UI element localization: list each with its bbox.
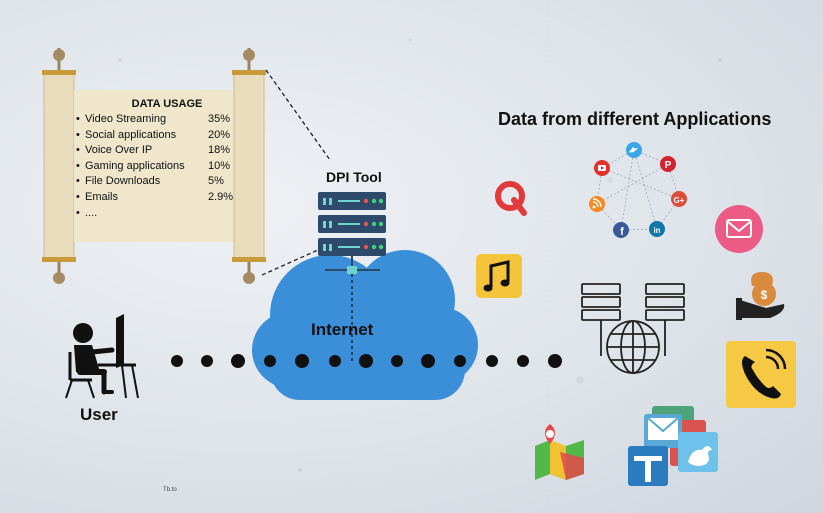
- google-plus-icon: [671, 191, 687, 207]
- map-location-icon: [535, 424, 584, 480]
- bullet: •: [76, 175, 80, 188]
- list-item: • Social applications 20%: [76, 128, 244, 144]
- item-name: File Downloads: [85, 175, 161, 188]
- list-item: • Video Streaming 35%: [76, 112, 244, 128]
- item-percent: 18%: [208, 144, 231, 157]
- dpi-tool-label: DPI Tool: [326, 169, 382, 185]
- user-at-computer-icon: [65, 314, 139, 399]
- bullet: •: [76, 190, 80, 203]
- item-percent: 5%: [208, 175, 224, 188]
- svg-text:$: $: [761, 288, 768, 302]
- pinterest-icon: [660, 156, 676, 172]
- music-icon: [476, 254, 522, 298]
- bullet: •: [76, 206, 80, 219]
- item-percent: 20%: [208, 128, 231, 141]
- bullet: •: [76, 144, 80, 157]
- quora-icon: [495, 181, 527, 216]
- item-name: Video Streaming: [85, 113, 167, 125]
- data-path-dots: [171, 354, 562, 368]
- item-percent: 10%: [208, 159, 231, 172]
- item-name: Voice Over IP: [85, 144, 153, 157]
- item-name: Social applications: [85, 128, 177, 141]
- app-tiles-stack-icon: [628, 406, 718, 486]
- linkedin-icon: [649, 221, 665, 237]
- data-usage-title: DATA USAGE: [131, 98, 203, 110]
- email-icon: [715, 205, 763, 253]
- list-item: • File Downloads 5%: [76, 174, 244, 190]
- footnote: Tb.to: [163, 487, 177, 493]
- phone-icon: [726, 341, 796, 408]
- item-name: Gaming applications: [85, 159, 185, 172]
- item-percent: 2.9%: [208, 190, 234, 203]
- svg-text:in: in: [653, 226, 660, 235]
- data-usage-list: DATA USAGE • Video Streaming 35% • Social a…: [76, 98, 244, 221]
- list-item: • Emails 2.9%: [76, 190, 244, 206]
- callout-lines: [261, 69, 331, 276]
- dpi-server-icon: [318, 192, 386, 362]
- list-item: • Voice Over IP 18%: [76, 143, 244, 159]
- bullet: •: [76, 113, 80, 125]
- facebook-icon: [613, 222, 629, 238]
- applications-title: Data from different Applications: [498, 109, 772, 129]
- internet-cloud: [252, 250, 478, 400]
- list-item: •....: [76, 206, 244, 222]
- svg-text:G+: G+: [674, 196, 685, 205]
- social-network-cluster: P G+ f in: [589, 142, 687, 238]
- user-label: User: [80, 405, 118, 424]
- server-globe-icon: [581, 283, 685, 374]
- item-percent: 35%: [208, 113, 231, 125]
- internet-label: Internet: [311, 320, 374, 339]
- item-name: ....: [85, 206, 98, 219]
- bullet: •: [76, 128, 80, 141]
- bullet: •: [76, 159, 80, 172]
- item-name: Emails: [85, 190, 119, 203]
- wall-texture: [118, 0, 722, 513]
- list-item: • Gaming applications 10%: [76, 159, 244, 175]
- svg-text:f: f: [620, 226, 624, 238]
- scroll: [42, 48, 266, 284]
- svg-text:P: P: [665, 160, 672, 171]
- money-bag-hand-icon: $: [736, 272, 785, 320]
